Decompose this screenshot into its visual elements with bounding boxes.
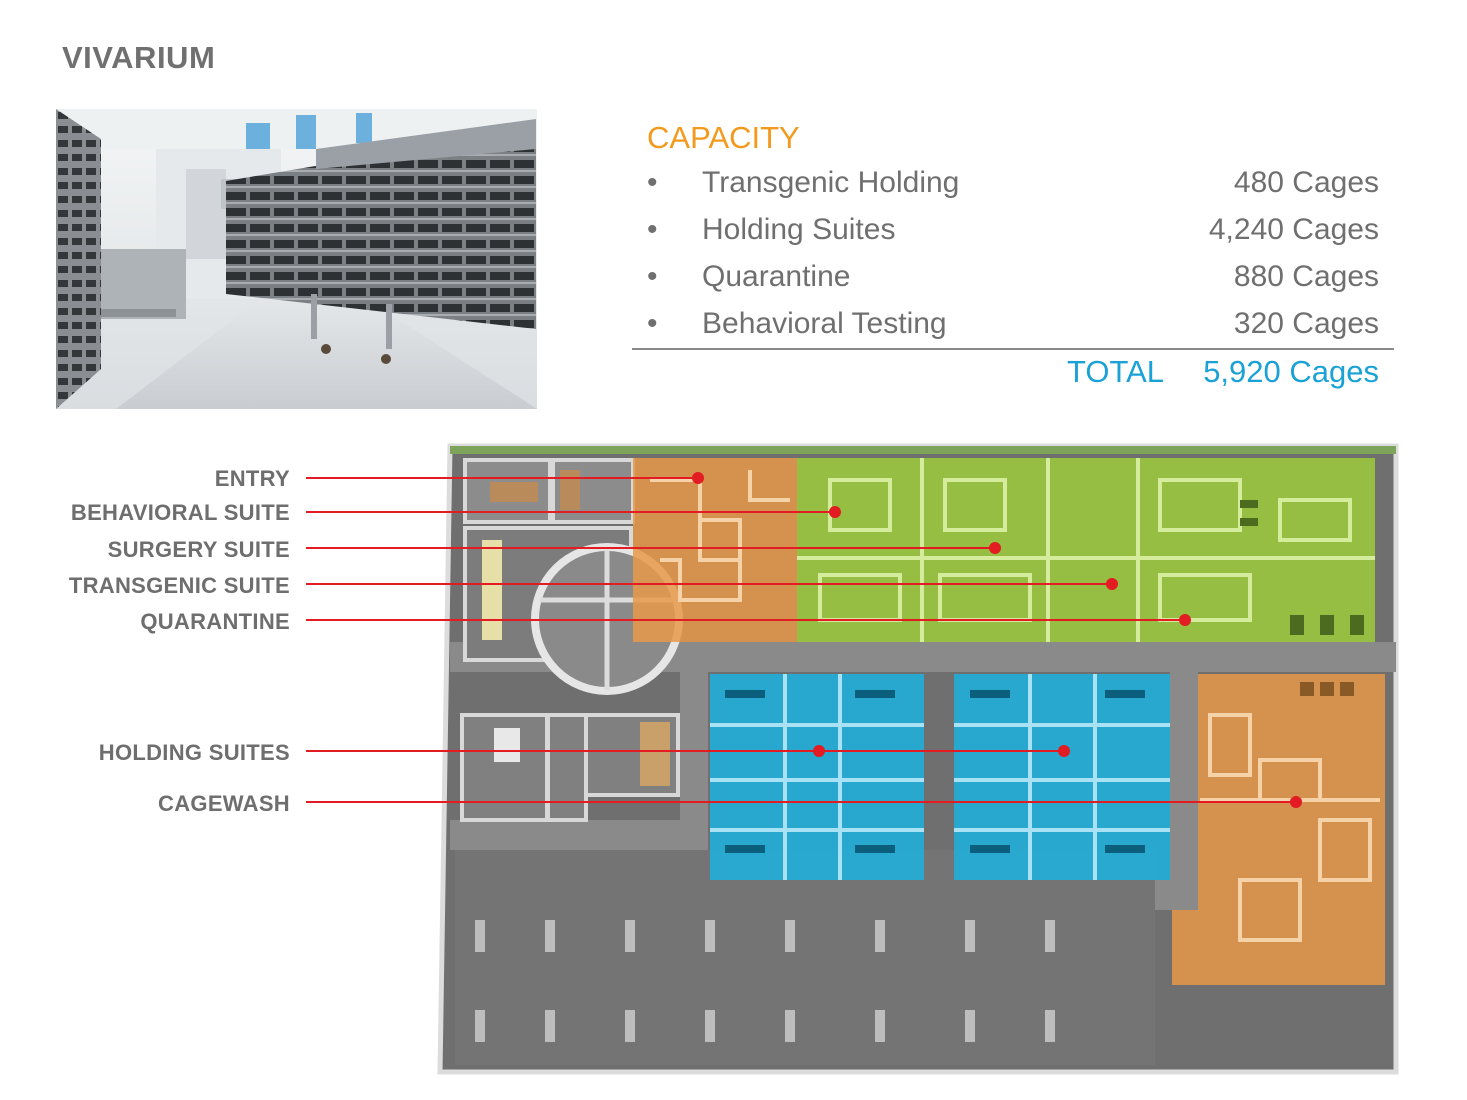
cage-racks-image [56, 109, 537, 409]
callout-quarantine: QUARANTINE [140, 609, 290, 634]
storage-area [455, 850, 1155, 1065]
corridor [450, 820, 690, 850]
cagewash-dot [1290, 796, 1302, 808]
bullet: • [647, 213, 658, 246]
surgery-suite-dot [989, 542, 1001, 554]
capacity-name: Transgenic Holding [702, 166, 960, 199]
bench-icon [482, 540, 502, 640]
capacity-value: 320 Cages [1233, 307, 1379, 340]
capacity-name: Quarantine [702, 260, 851, 293]
holding-suites-dot [813, 745, 825, 757]
capacity-row: • Holding Suites 4,240 Cages [647, 213, 1379, 253]
callout-surgery-suite: SURGERY SUITE [107, 537, 290, 562]
capacity-divider [632, 348, 1394, 350]
callout-holding-suites: HOLDING SUITES [98, 740, 290, 765]
cagewash-zone [1172, 674, 1385, 985]
callout-cagewash: CAGEWASH [158, 791, 290, 816]
behavioral-walls [650, 470, 790, 602]
cagewash-walls [1200, 713, 1380, 942]
behavioral-zone [633, 458, 797, 642]
capacity-heading: CAPACITY [647, 120, 800, 155]
desk-icon [494, 728, 520, 762]
callout-transgenic-suite: TRANSGENIC SUITE [68, 573, 290, 598]
bullet: • [647, 260, 658, 293]
office-room [546, 713, 588, 822]
cage-racks [1240, 500, 1364, 635]
bullet: • [647, 307, 658, 340]
holding-walls [710, 674, 1170, 880]
capacity-name: Holding Suites [702, 213, 896, 246]
entry-dot [692, 472, 704, 484]
desk-icon [560, 470, 580, 510]
corridor [1170, 670, 1198, 910]
page-title: VIVARIUM [62, 40, 216, 75]
behavioral-suite-dot [829, 506, 841, 518]
holding-suites-dot [1058, 745, 1070, 757]
capacity-row: • Quarantine 880 Cages [647, 260, 1379, 300]
desk-icon [640, 722, 670, 786]
capacity-value: 480 Cages [1233, 166, 1379, 199]
transgenic-suite-dot [1106, 578, 1118, 590]
cagewash-equipment [1300, 682, 1354, 696]
capacity-value: 880 Cages [1233, 260, 1379, 293]
total-value: 5,920 Cages [1203, 354, 1379, 389]
capacity-name: Behavioral Testing [702, 307, 947, 340]
callout-lines [306, 477, 1296, 803]
callout-behavioral-suite: BEHAVIORAL SUITE [70, 500, 290, 525]
total-label: TOTAL [1067, 354, 1165, 389]
holding-racks [725, 690, 1145, 853]
callout-dots [692, 472, 1302, 808]
table-icon [490, 482, 538, 502]
green-zone [797, 458, 1375, 642]
bullet: • [647, 166, 658, 199]
capacity-row: • Transgenic Holding 480 Cages [647, 166, 1379, 206]
vivarium-photo [56, 109, 537, 409]
capacity-row: • Behavioral Testing 320 Cages [647, 307, 1379, 347]
capacity-value: 4,240 Cages [1208, 213, 1379, 246]
roof-edge [450, 446, 1396, 454]
callout-entry: ENTRY [214, 466, 290, 491]
quarantine-dot [1179, 614, 1191, 626]
storage-racks [475, 920, 1055, 1042]
